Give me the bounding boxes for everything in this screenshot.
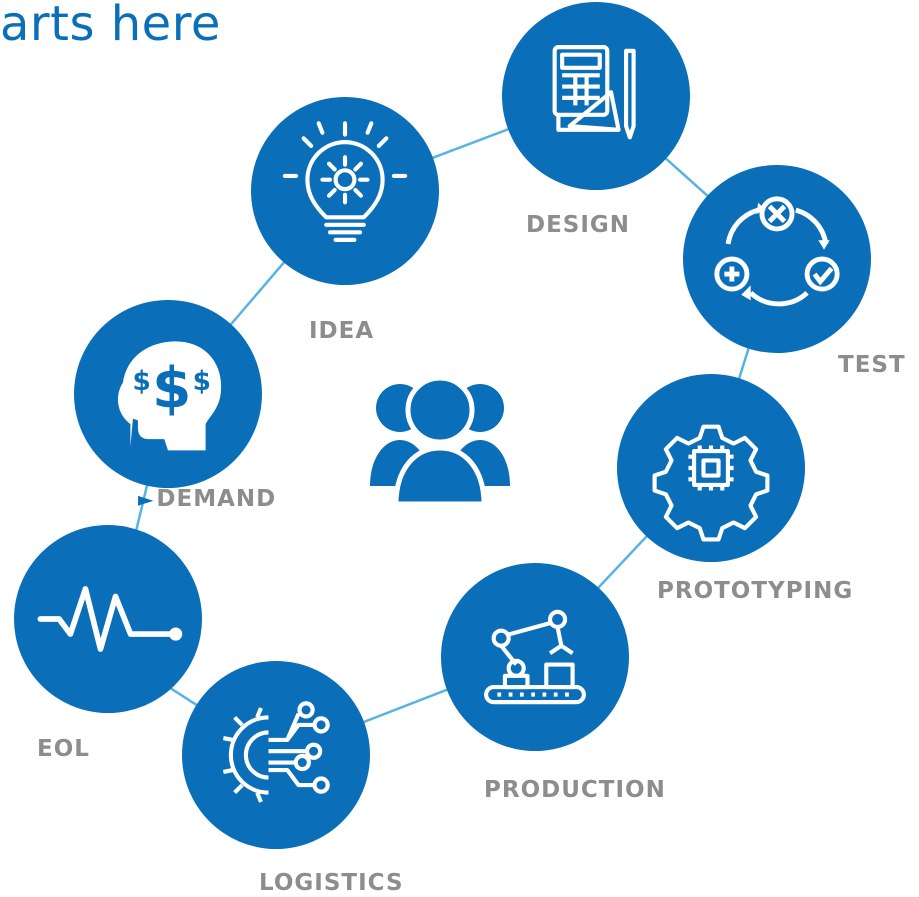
- gear-chip-icon: [652, 424, 770, 542]
- gear-network-icon: [222, 701, 330, 803]
- stage-test-circle: [683, 165, 871, 353]
- heartbeat-line-icon: [37, 586, 183, 652]
- pointer-marker-icon: ►: [138, 487, 155, 511]
- stage-label-eol: EOL: [37, 736, 90, 762]
- stage-idea-circle: [251, 97, 439, 285]
- lightbulb-gear-icon: [282, 121, 408, 242]
- stage-label-demand: ►DEMAND: [138, 486, 276, 512]
- stage-label-production: PRODUCTION: [484, 777, 666, 803]
- stage-demand-circle: $ $ $: [74, 300, 262, 488]
- stage-prototyping-circle: [617, 374, 805, 562]
- stage-label-idea: IDEA: [309, 318, 375, 344]
- stage-label-design: DESIGN: [526, 212, 631, 238]
- page-title: arts here: [0, 0, 221, 52]
- calculator-ruler-icon: [552, 45, 636, 140]
- svg-text:$: $: [152, 356, 191, 421]
- svg-text:$: $: [193, 367, 211, 397]
- stage-label-prototyping: PROTOTYPING: [657, 578, 854, 604]
- stage-label-demand-text: DEMAND: [156, 486, 277, 512]
- stage-production-circle: [441, 563, 629, 751]
- stage-design-circle: [502, 2, 690, 190]
- stage-label-test: TEST: [838, 352, 906, 378]
- stage-logistics-circle: [182, 661, 370, 849]
- people-group-icon: [370, 375, 510, 507]
- stage-eol-circle: [14, 525, 202, 713]
- head-dollar-icon: $ $ $: [117, 341, 222, 451]
- svg-text:$: $: [133, 367, 151, 397]
- robot-arm-conveyor-icon: [484, 609, 586, 705]
- stage-label-logistics: LOGISTICS: [259, 870, 404, 896]
- cycle-check-icon: [714, 196, 840, 307]
